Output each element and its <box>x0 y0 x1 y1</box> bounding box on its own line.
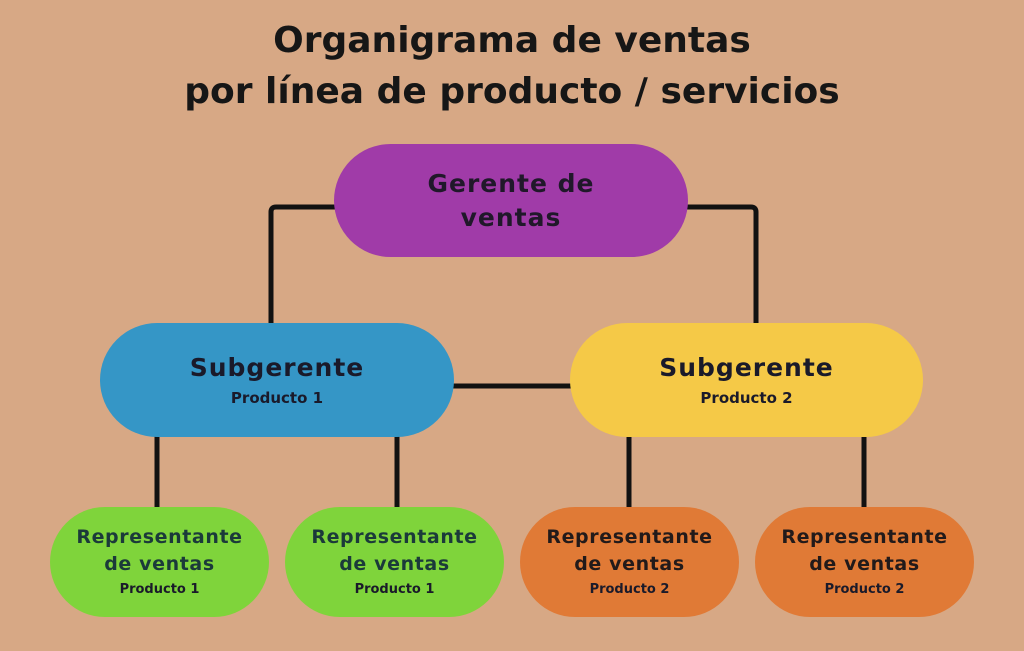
node-rep-4-line-1: Representante <box>781 526 948 548</box>
node-gerente-de-ventas: Gerente de ventas <box>334 144 688 257</box>
node-rep-2-line-1: Representante <box>311 526 478 548</box>
node-rep-3-line-2: de ventas <box>574 553 685 575</box>
node-rep-3-line-1: Representante <box>546 526 713 548</box>
node-rep-1-product: Producto 1 <box>119 582 200 597</box>
chart-title-line-1: Organigrama de ventas <box>273 20 751 61</box>
node-gerente-label-line-1: Gerente de <box>427 168 595 198</box>
connector-gerente-subgerente-2 <box>683 204 759 328</box>
node-representante-2: Representante de ventas Producto 1 <box>285 507 504 617</box>
node-representante-3: Representante de ventas Producto 2 <box>520 507 739 617</box>
node-rep-1-line-2: de ventas <box>104 553 215 575</box>
node-rep-2-product: Producto 1 <box>354 582 435 597</box>
node-representante-4: Representante de ventas Producto 2 <box>755 507 974 617</box>
node-subgerente-1-product: Producto 1 <box>230 389 324 407</box>
node-rep-4-line-2: de ventas <box>809 553 920 575</box>
connector-gerente-subgerente-1 <box>268 204 339 328</box>
chart-title-line-2: por línea de producto / servicios <box>184 71 840 112</box>
node-subgerente-producto-2: Subgerente Producto 2 <box>570 323 923 437</box>
node-subgerente-1-label: Subgerente <box>189 353 365 382</box>
node-rep-4-product: Producto 2 <box>824 582 905 597</box>
node-rep-1-line-1: Representante <box>76 526 243 548</box>
node-rep-3-product: Producto 2 <box>589 582 670 597</box>
node-subgerente-producto-1: Subgerente Producto 1 <box>100 323 454 437</box>
node-representante-1: Representante de ventas Producto 1 <box>50 507 269 617</box>
node-subgerente-2-label: Subgerente <box>659 353 834 382</box>
node-rep-2-line-2: de ventas <box>339 553 450 575</box>
node-subgerente-2-product: Producto 2 <box>700 389 793 407</box>
node-gerente-label-line-2: ventas <box>460 202 562 232</box>
